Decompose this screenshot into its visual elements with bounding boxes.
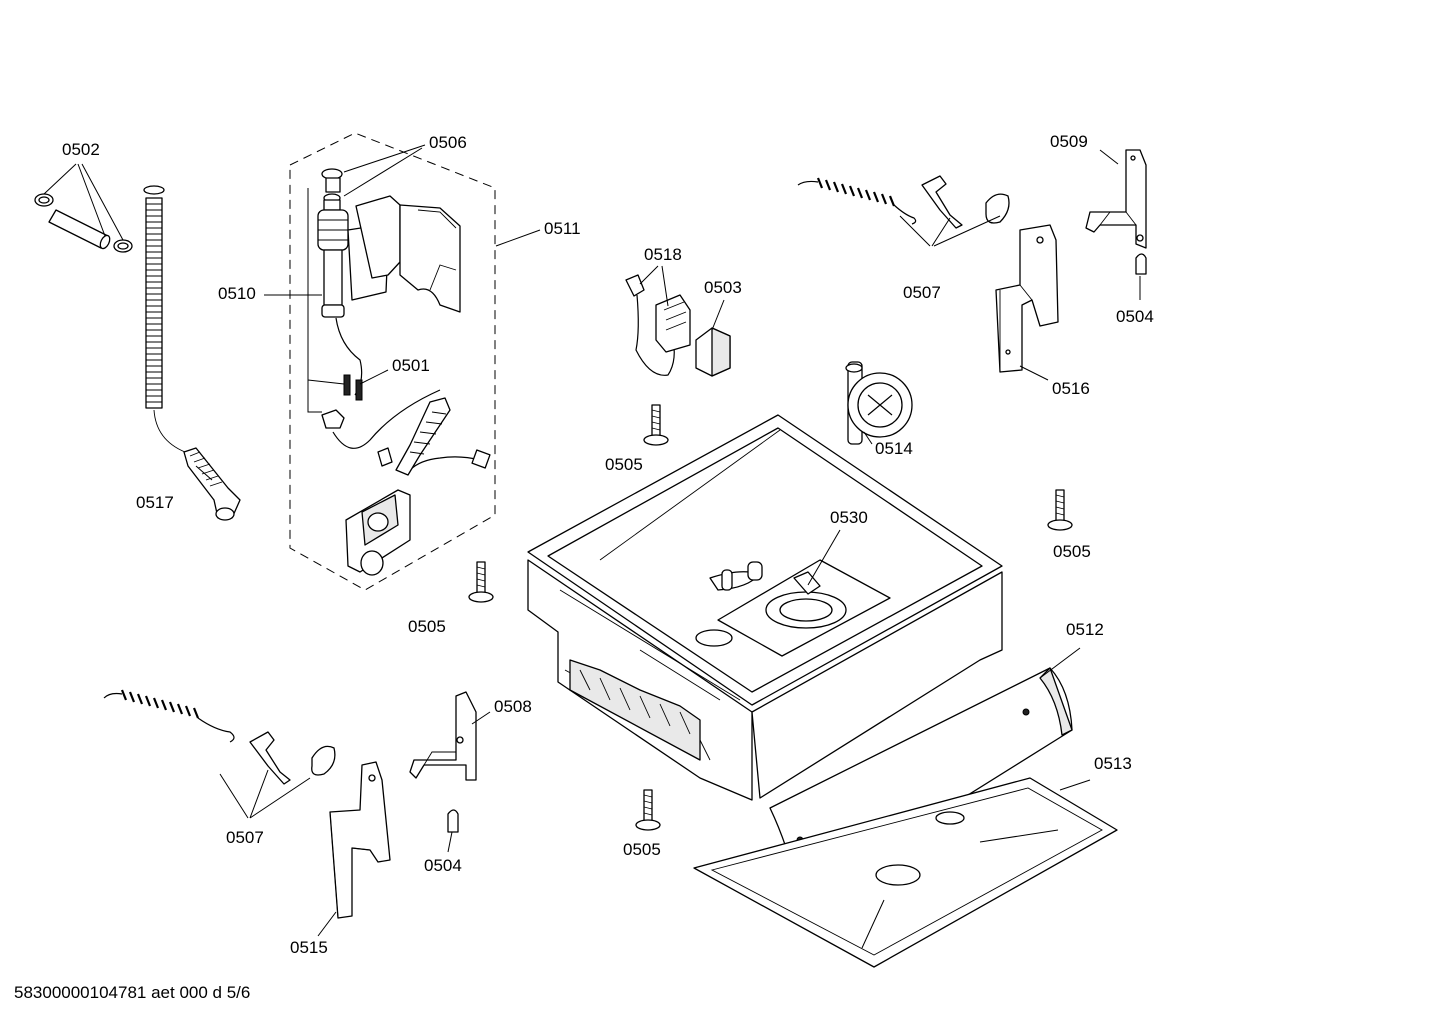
- part-0503-connector: [695, 327, 731, 377]
- part-0505-screw-1: [643, 404, 669, 446]
- label-0517: 0517: [136, 493, 174, 512]
- kit-0511-outline: [289, 132, 496, 591]
- label-0530: 0530: [830, 508, 868, 527]
- label-0504-lower: 0504: [424, 856, 462, 875]
- part-0513-base-plate: [693, 777, 1118, 968]
- part-base-tub: [527, 414, 1003, 801]
- part-0515-bracket: [329, 761, 391, 919]
- part-0516-bracket: [995, 224, 1059, 373]
- label-0518: 0518: [644, 245, 682, 264]
- leader-lines: [43, 144, 1141, 949]
- label-0515: 0515: [290, 938, 328, 957]
- label-0513: 0513: [1094, 754, 1132, 773]
- label-0501: 0501: [392, 356, 430, 375]
- part-0517-drain-hose: [143, 185, 241, 521]
- label-0510: 0510: [218, 284, 256, 303]
- label-0509: 0509: [1050, 132, 1088, 151]
- part-0511-mount-plate: [345, 489, 411, 576]
- label-0507-upper: 0507: [903, 283, 941, 302]
- part-0504-clip-right: [1135, 253, 1147, 275]
- part-0505-screw-4: [635, 789, 661, 831]
- label-0514: 0514: [875, 439, 913, 458]
- label-0504-right: 0504: [1116, 307, 1154, 326]
- part-0507-spring-lower: [103, 689, 336, 785]
- label-0505-left: 0505: [408, 617, 446, 636]
- drawing-code: 58300000104781 aet 000 d 5/6: [14, 983, 250, 1002]
- part-0508-bracket: [409, 691, 477, 781]
- label-0512: 0512: [1066, 620, 1104, 639]
- part-0505-screw-3: [468, 561, 494, 603]
- part-0505-screw-2: [1047, 489, 1073, 531]
- label-0505-top: 0505: [605, 455, 643, 474]
- label-0511: 0511: [544, 219, 581, 238]
- label-0507-lower: 0507: [226, 828, 264, 847]
- part-0518-wire-harness: [625, 274, 691, 376]
- part-0501-hose-wire: [332, 389, 491, 476]
- label-0505-right: 0505: [1053, 542, 1091, 561]
- part-0514-pump: [845, 361, 913, 445]
- part-0510-bracket-panel: [355, 195, 461, 313]
- part-0504-clip-lower: [447, 809, 459, 833]
- label-0505-bottom: 0505: [623, 840, 661, 859]
- part-0507-spring-upper: [797, 175, 1010, 229]
- label-0503: 0503: [704, 278, 742, 297]
- part-0509-bracket: [1085, 149, 1147, 249]
- label-0508: 0508: [494, 697, 532, 716]
- label-0502: 0502: [62, 140, 100, 159]
- label-0516: 0516: [1052, 379, 1090, 398]
- label-0506: 0506: [429, 133, 467, 152]
- part-0502-pipe-clamps: [34, 193, 133, 253]
